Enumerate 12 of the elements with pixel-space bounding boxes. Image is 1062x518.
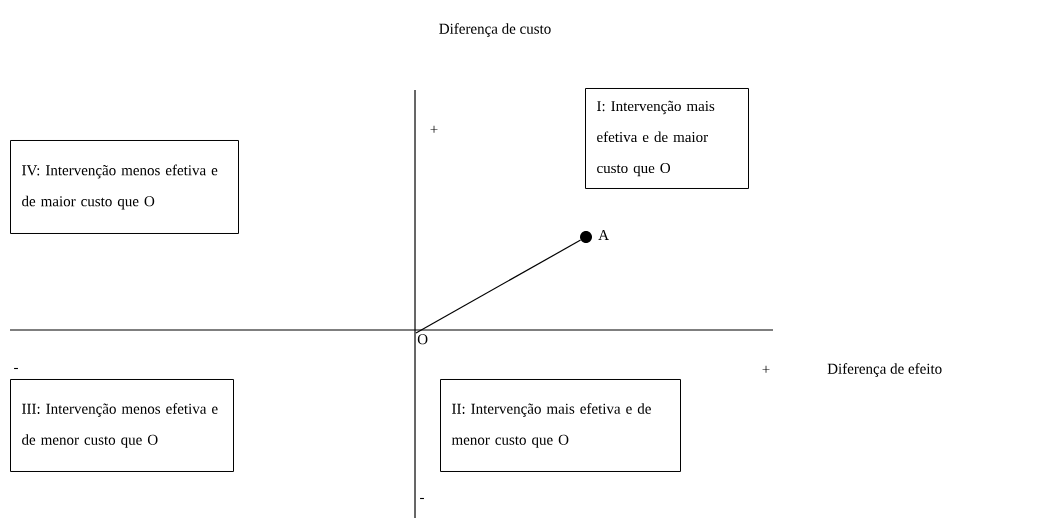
origin-label: O — [417, 334, 428, 345]
axis-title: Diferença de custo — [439, 23, 551, 37]
sign-label: - — [420, 497, 424, 500]
sign-label: + — [762, 365, 770, 373]
quadrant-box: III: Intervenção menos efetiva e de menor custo que O — [10, 379, 234, 472]
point-label: A — [598, 230, 609, 240]
connector-line — [415, 239, 582, 334]
quadrant-box: II: Intervenção mais efetiva e de menor custo que O — [440, 379, 681, 472]
axis-title: Diferença de efeito — [827, 363, 942, 377]
sign-label: + — [430, 125, 438, 133]
quadrant-box: I: Intervenção mais efetiva e de maior custo que O — [585, 88, 749, 189]
quadrant-box: IV: Intervenção menos efetiva e de maior custo que O — [10, 140, 239, 234]
